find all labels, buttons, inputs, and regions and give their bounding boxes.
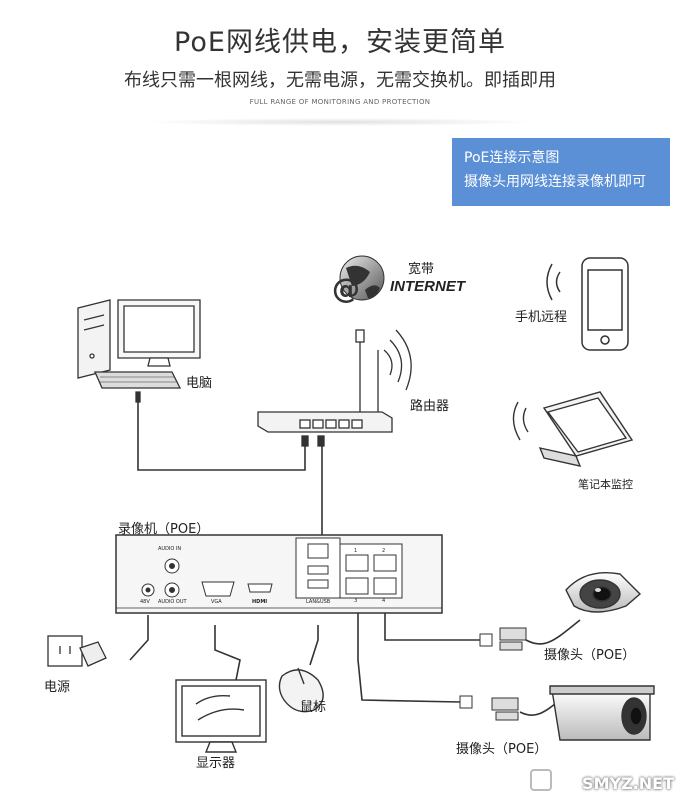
port-4-label: 4 [382,598,386,604]
cable-cam1-end [525,619,581,645]
hdmi-label: HDMI [252,599,268,605]
internet-globe-icon: @ [332,255,385,305]
port-2-label: 2 [382,548,386,554]
page-subtitle: 布线只需一根网线，无需电源，无需交换机。即插即用 [124,70,556,91]
tagline: FULL RANGE OF MONITORING AND PROTECTION [249,98,431,106]
divider-shadow [140,118,540,126]
mouse-icon [278,667,324,713]
dome-camera-icon [565,572,642,613]
vga-label: VGA [211,599,222,605]
cable-pc-router [137,400,306,471]
audio-out-label: AUDIO OUT [158,599,187,605]
internet-label: INTERNET [390,278,465,295]
laptop-icon [512,391,634,467]
audio-out-port [164,582,180,598]
info-box-title: PoE连接示意图 [464,150,560,166]
poe-splitter-1 [479,627,527,651]
info-box-text: 摄像头用网线连接录像机即可 [464,174,646,190]
cable-power [129,615,149,661]
bullet-camera-icon [549,685,655,741]
port-3-label: 3 [354,598,358,604]
monitor-icon [175,679,267,753]
computer-icon [77,299,201,403]
broadband-label: 宽带 [408,262,435,277]
usb-ports [307,565,329,589]
lan-port [307,543,329,559]
lan-usb-label: LAN&USB [306,599,331,605]
hdmi-port [247,583,273,593]
computer-label: 电脑 [186,376,213,391]
page-title: PoE网线供电，安装更简单 [174,27,506,58]
mouse-label: 鼠标 [300,700,327,715]
svg-text:@: @ [332,272,360,305]
laptop-label: 笔记本监控 [578,478,633,491]
cable-mouse [309,625,319,666]
cable-monitor [214,625,241,686]
audio-in-port [164,558,180,574]
cables [129,400,581,716]
cable-camera2 [357,610,461,703]
port-1-label: 1 [354,548,358,554]
camera2-label: 摄像头（POE） [456,742,548,757]
poe-ports [345,554,397,595]
router-icon [257,329,412,447]
watermark-icon [530,769,552,791]
camera1-label: 摄像头（POE） [544,648,636,663]
info-box: PoE连接示意图 摄像头用网线连接录像机即可 [452,138,670,206]
watermark: SMYZ.NET [582,774,674,793]
phone-icon [546,257,629,351]
dc-port [141,583,155,597]
poe-splitter-2 [459,695,519,721]
power-adapter-icon [47,635,107,667]
audio-in-label: AUDIO IN [158,546,182,552]
vga-port [201,581,235,597]
nvr-label: 录像机（POE） [118,522,210,537]
router-label: 路由器 [410,399,450,414]
dc-label: 48V [140,599,150,605]
power-label: 电源 [44,680,71,695]
monitor-label: 显示器 [196,756,236,771]
cable-camera1 [384,610,480,641]
phone-label: 手机远程 [515,310,568,325]
